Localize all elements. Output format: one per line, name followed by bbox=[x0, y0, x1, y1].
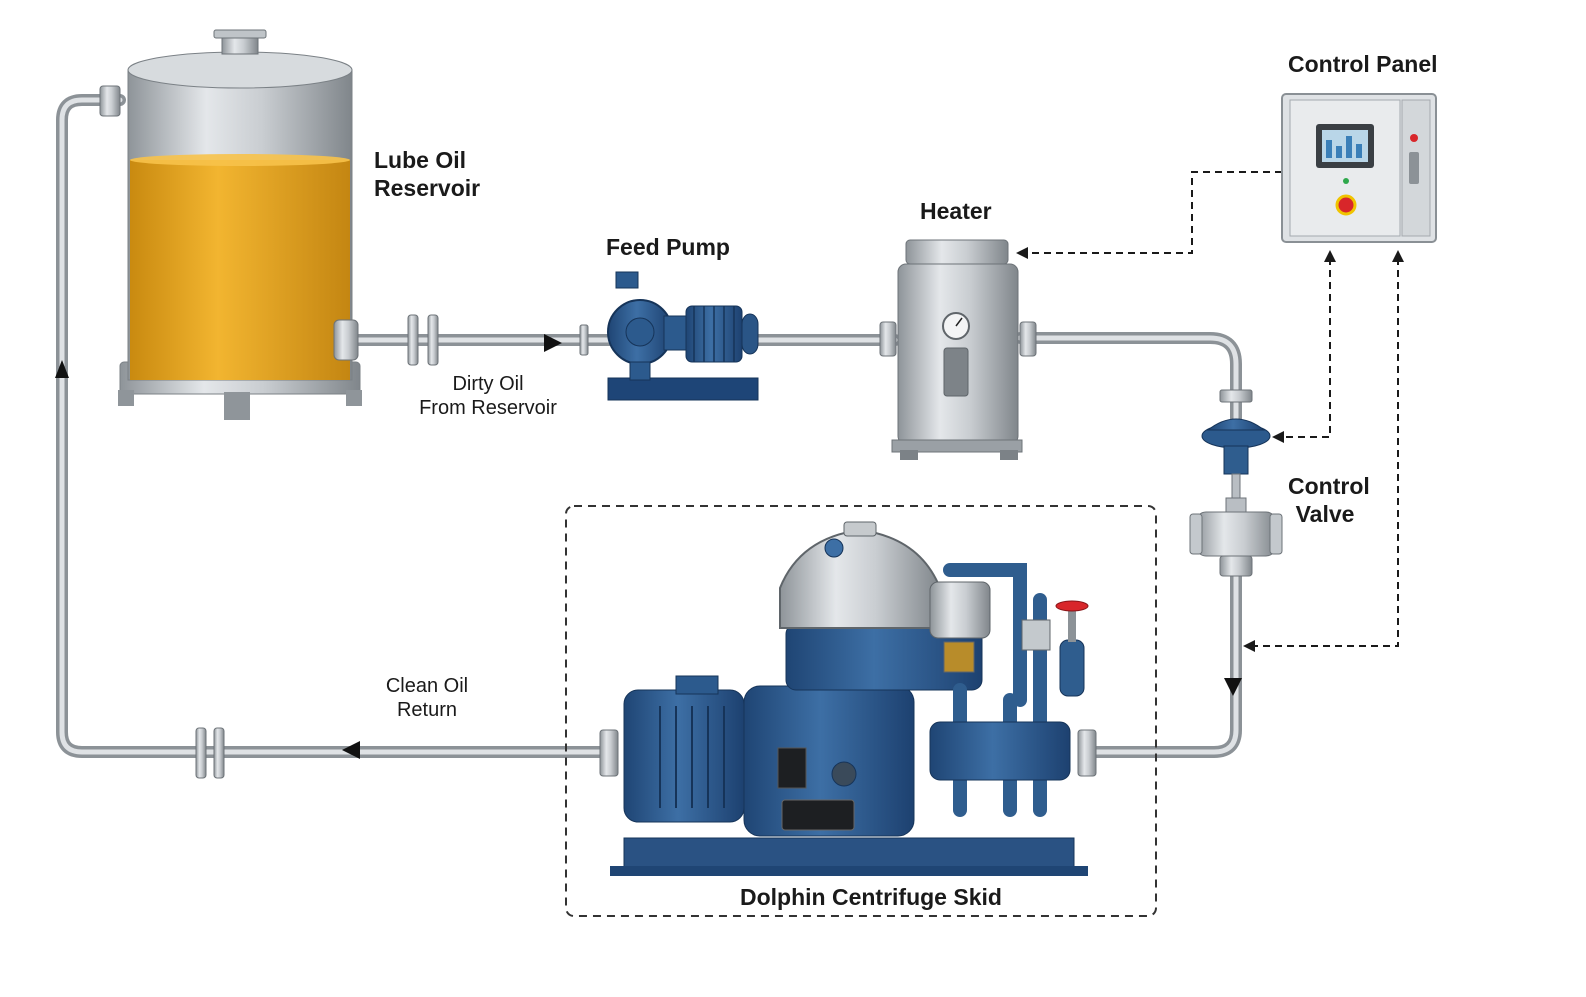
heater-label: Heater bbox=[920, 198, 992, 224]
skid-boundary bbox=[565, 505, 1157, 917]
dirty-oil-label-line-1: Dirty Oil bbox=[452, 373, 524, 395]
signal-line-valve bbox=[1280, 258, 1331, 438]
flow-arrow-right bbox=[544, 334, 562, 352]
dirty-oil-label: Dirty Oil From Reservoir bbox=[418, 372, 558, 421]
feed-pump-label: Feed Pump bbox=[606, 234, 730, 260]
control-valve-label: Control Valve bbox=[1288, 472, 1370, 528]
control-signal-lines bbox=[1025, 171, 1399, 647]
dolphin-centrifuge-skid bbox=[610, 521, 1089, 876]
pipe-flanges bbox=[99, 85, 1097, 779]
valve-skid-pipe bbox=[1084, 564, 1242, 758]
flow-arrow-down bbox=[1224, 678, 1242, 696]
control-valve bbox=[1189, 389, 1283, 577]
feed-pump bbox=[607, 271, 759, 401]
clean-oil-label-line-2: Return bbox=[396, 699, 458, 722]
dirty-oil-label-line-2: From Reservoir bbox=[419, 397, 557, 420]
pipe-network bbox=[56, 94, 1242, 758]
signal-line-heater bbox=[1025, 171, 1282, 254]
lube-oil-reservoir-label: Lube Oil Reservoir bbox=[374, 146, 480, 202]
flow-arrows bbox=[55, 334, 1242, 759]
control-panel bbox=[1281, 93, 1437, 243]
signal-arrowheads bbox=[1016, 247, 1404, 652]
clean-oil-label: Clean Oil Return bbox=[372, 674, 482, 723]
emergency-stop-icon bbox=[1335, 194, 1357, 216]
reservoir-label-line-1: Lube Oil bbox=[374, 147, 466, 173]
heater-valve-pipe bbox=[1014, 332, 1242, 426]
flow-arrow-up bbox=[55, 360, 69, 378]
signal-line-skid-pipe bbox=[1248, 258, 1399, 647]
control-valve-label-line-1: Control bbox=[1288, 473, 1370, 499]
heater bbox=[879, 239, 1037, 460]
clean-oil-label-line-1: Clean Oil bbox=[385, 675, 469, 697]
motor bbox=[623, 689, 745, 823]
flow-arrow-left bbox=[342, 741, 360, 759]
handwheel-icon bbox=[1055, 600, 1089, 612]
reservoir-label-line-2: Reservoir bbox=[374, 175, 481, 202]
control-panel-label: Control Panel bbox=[1288, 51, 1438, 77]
centrifuge-skid-label: Dolphin Centrifuge Skid bbox=[740, 884, 1002, 910]
oil-level-fill bbox=[130, 160, 350, 380]
separator-bowl bbox=[779, 528, 941, 629]
lube-oil-reservoir bbox=[118, 29, 362, 420]
control-valve-label-line-2: Valve bbox=[1295, 501, 1355, 528]
